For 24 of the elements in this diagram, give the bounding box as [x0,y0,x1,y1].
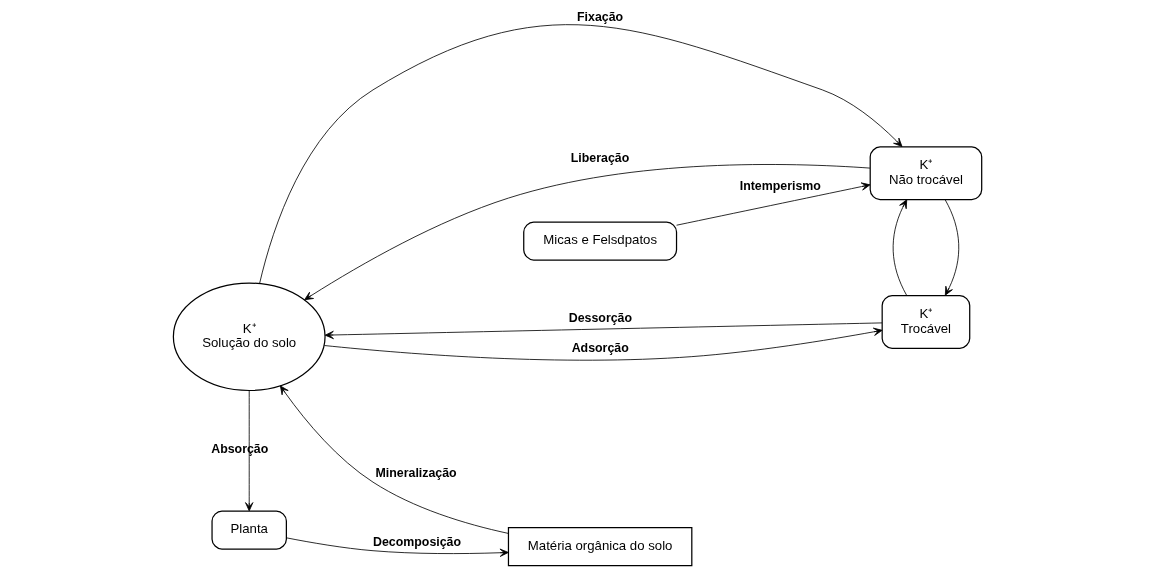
edge-label: Dessorção [568,310,632,325]
arrow [258,24,902,284]
arrow [323,327,883,361]
arrow [944,199,959,296]
arrow [324,322,882,340]
arrow [285,537,509,557]
edge-label: Intemperismo [739,178,821,193]
arrow [244,390,253,512]
arrow [279,385,509,534]
edge-label: Mineralização [375,466,457,481]
arrow [303,164,870,301]
edge-label: Decomposição [372,534,461,549]
node-box: Matéria orgânica do solo [507,526,692,567]
node-box: K⁺ Não trocável [869,146,982,201]
edge-label: Liberação [570,150,629,165]
node-box: Planta [210,510,287,550]
node-box: K⁺ Trocável [881,294,970,349]
edge-label: Absorção [210,441,268,456]
arrow [675,182,870,226]
edge-label: Adsorção [571,340,629,355]
arrow [892,199,907,296]
node-ellipse: K⁺ Solução do solo [172,282,326,392]
node-box: Micas e Felsdpatos [522,221,677,261]
edge-label: Fixação [576,9,623,24]
